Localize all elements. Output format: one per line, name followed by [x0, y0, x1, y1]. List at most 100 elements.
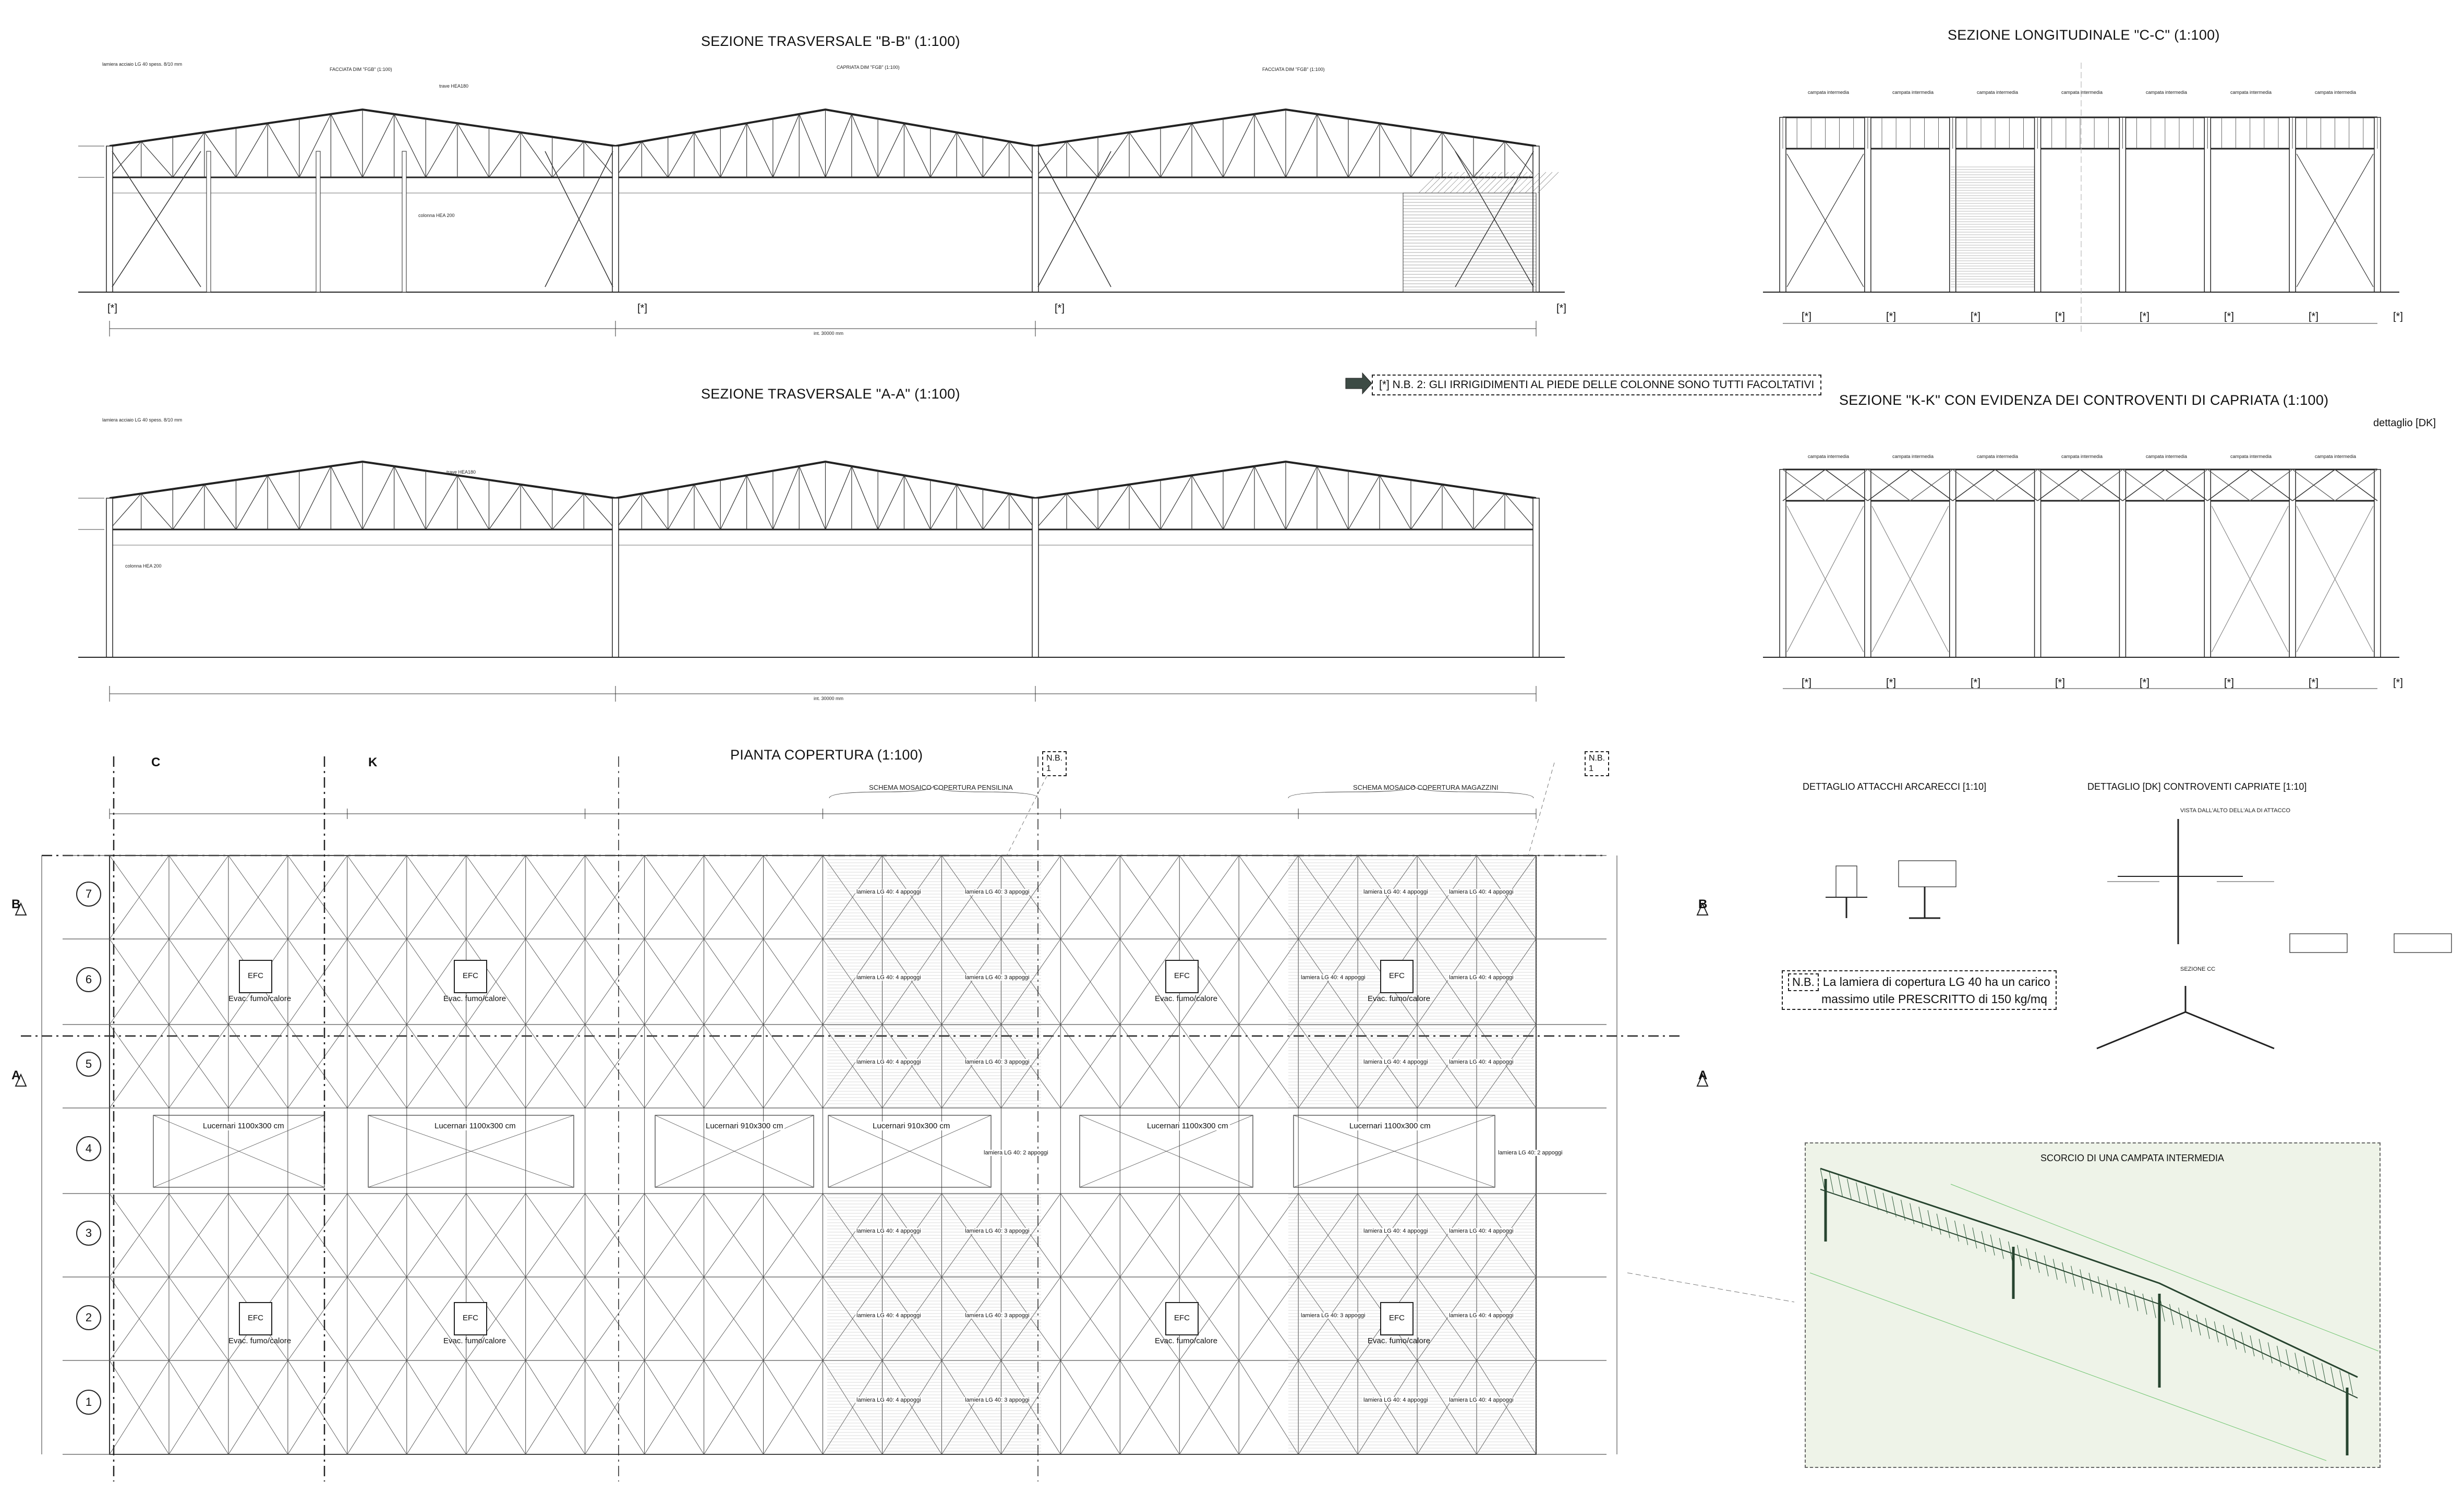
truss-diagonal [1285, 466, 1318, 530]
3d-truss-web [2169, 1304, 2174, 1326]
efc-hatch: EFC [1380, 960, 1414, 993]
roof-bracing [1238, 1193, 1299, 1278]
star-marker: [*] [107, 303, 117, 314]
roof-bracing [109, 1193, 170, 1278]
roof-bracing [406, 855, 467, 939]
3d-truss-web [1972, 1227, 1977, 1249]
3d-truss-web [2080, 1269, 2085, 1291]
nb-marker-num-1: 1 [1046, 764, 1051, 773]
nb-marker-text-2: N.B. [1589, 754, 1605, 763]
truss-diagonal [1160, 123, 1192, 178]
3d-truss-web [2008, 1241, 2013, 1263]
roof-bracing [406, 1193, 467, 1278]
roof-bracing [1001, 1276, 1061, 1361]
truss-diagonal [204, 484, 236, 530]
truss-diagonal [141, 141, 173, 178]
truss-diagonal [1097, 484, 1130, 530]
hatch-line [1531, 172, 1553, 194]
hatch-line [1487, 172, 1509, 194]
kk-bracing [1782, 469, 1826, 501]
truss-diagonal [641, 493, 669, 530]
roof-bracing [644, 938, 704, 1025]
kk-bracing [2165, 469, 2208, 501]
truss-diagonal [362, 466, 395, 530]
cut-label-b-right: B [1698, 897, 1708, 911]
truss-diagonal [877, 123, 904, 178]
roof-bracing [168, 1360, 229, 1455]
3d-truss-web [1910, 1203, 1915, 1224]
lamiera-label: lamiera LG 40: 4 appoggi [1362, 1397, 1429, 1403]
x-bracing [2296, 153, 2374, 287]
lamiera-label: lamiera LG 40: 4 appoggi [1362, 1228, 1429, 1234]
truss-diagonal [267, 475, 300, 530]
roof-bracing [466, 1360, 526, 1455]
column [2374, 469, 2381, 658]
efc-label: Evac. fumo/calore [1155, 994, 1218, 1003]
truss-diagonal [930, 484, 957, 530]
roof-bracing [287, 1360, 348, 1455]
efc-label: Evac. fumo/calore [1368, 1336, 1431, 1345]
star-marker: [*] [2309, 677, 2318, 689]
roof-bracing [585, 855, 645, 939]
truss-diagonal [668, 132, 695, 178]
efc-label: Evac. fumo/calore [1155, 1336, 1218, 1345]
truss-diagonal [1066, 141, 1098, 178]
truss-diagonal [1066, 493, 1098, 530]
truss-diagonal [720, 475, 747, 530]
hatch-line [1443, 172, 1465, 194]
cut-arrow-icon [1696, 902, 1709, 915]
truss-diagonal [583, 493, 616, 530]
cut-arrow-icon [15, 1073, 27, 1087]
roof-bracing [406, 938, 467, 1025]
3d-truss-web [2071, 1266, 2076, 1287]
3d-truss-web [1856, 1182, 1861, 1203]
3d-truss-web [1981, 1231, 1986, 1252]
truss-diagonal [1410, 132, 1443, 178]
nb-marker-text-1: N.B. [1046, 754, 1063, 763]
title-detail-purlins: DETTAGLIO ATTACCHI ARCARECCI [1:10] [1803, 781, 1987, 792]
lamiera-label: lamiera LG 40: 3 appoggi [964, 1228, 1031, 1234]
roof-bracing [704, 855, 764, 939]
3d-truss-bottom-chord [1820, 1189, 2358, 1399]
truss-diagonal [799, 466, 826, 530]
label-colonna-aa: colonna HEA 200 [125, 563, 162, 569]
star-marker: [*] [1802, 311, 1811, 322]
nb-marker-2: N.B.1 [1585, 751, 1610, 776]
roof-bracing [882, 1276, 942, 1361]
hatch-line [1468, 172, 1490, 194]
dk-plate [2394, 933, 2452, 953]
skylight [153, 1115, 325, 1188]
kk-bracing [2037, 469, 2081, 501]
truss-diagonal [1191, 123, 1224, 178]
lamiera-label: lamiera LG 40: 4 appoggi [1448, 1397, 1515, 1403]
3d-truss-web [1927, 1210, 1932, 1232]
roof-bracing [1119, 938, 1180, 1025]
roof-bracing [704, 1024, 764, 1109]
leader-line [1006, 762, 1054, 856]
roof-bracing [644, 855, 704, 939]
truss-diagonal [956, 132, 983, 178]
roof-bracing [228, 1193, 288, 1278]
green-axis-line [1809, 1272, 2327, 1461]
roof-bracing [347, 1276, 407, 1361]
lamiera-label: lamiera LG 40: 4 appoggi [1448, 1059, 1515, 1065]
label-lamiera-bb: lamiera acciaio LG 40 spess. 8/10 mm [102, 62, 183, 67]
truss-diagonal [172, 132, 205, 178]
efc-label: Evac. fumo/calore [228, 994, 292, 1003]
cut-arrow-icon [15, 902, 27, 915]
roof-bracing [1179, 938, 1239, 1025]
3d-truss-web [2124, 1286, 2130, 1308]
roof-bracing [287, 938, 348, 1025]
campata-label: campata intermedia [2146, 454, 2188, 459]
3d-truss-web [1874, 1189, 1879, 1211]
skylight-label: Lucernari 1100x300 cm [1348, 1122, 1432, 1130]
truss-diagonal [1009, 493, 1036, 530]
star-marker: [*] [2393, 311, 2403, 322]
truss-diagonal [746, 475, 774, 530]
efc-text: EFC [248, 1314, 263, 1322]
3d-truss-web [1936, 1213, 1941, 1235]
star-marker: [*] [2055, 311, 2065, 322]
3d-truss-web [2196, 1314, 2201, 1336]
